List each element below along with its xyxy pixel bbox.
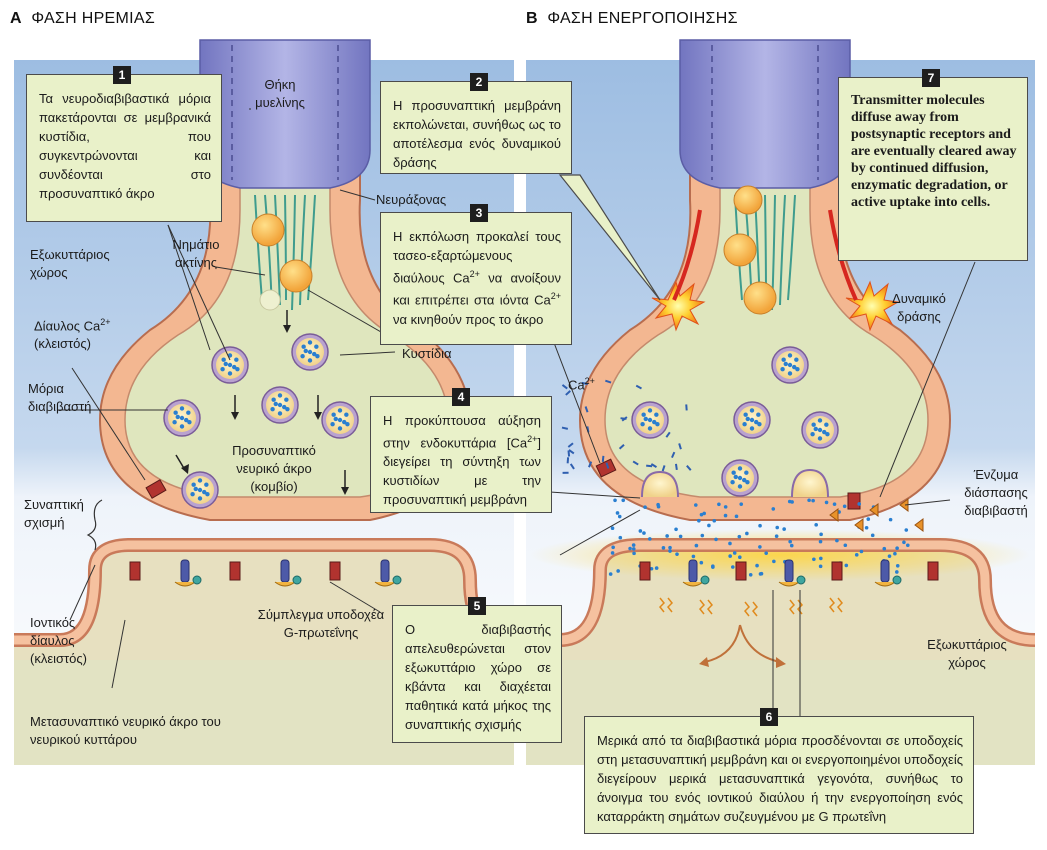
panel-b-fusing-vesicle	[792, 470, 828, 497]
ca-channel-state: (κλειστός)	[34, 336, 91, 351]
step2-text: Η προσυναπτική μεμβράνη εκπολώνεται, συν…	[393, 98, 561, 170]
step4-charge: 2+	[527, 434, 537, 444]
actin-label: Νημάτιο ακτίνης	[168, 236, 224, 272]
ion-channel	[130, 562, 140, 580]
step1-text: Τα νευροδιαβιβαστικά μόρια πακετάρονται …	[39, 91, 211, 201]
step3-charge-b: 2+	[551, 291, 561, 301]
presynaptic-label: Προσυναπτικό νευρικό άκρο (κομβίο)	[220, 442, 328, 496]
ion-channel	[736, 562, 746, 580]
action-potential-label: Δυναμικό δράσης	[876, 290, 962, 326]
ion-channel-label: Ιοντικός δίαυλος (κλειστός)	[30, 614, 100, 668]
synaptic-vesicle	[772, 347, 808, 383]
panel-b-myelin-sheath	[680, 40, 850, 188]
ca-ion-label: Ca2+	[568, 372, 595, 394]
step5-box: Ο διαβιβαστής απελευθερώνεται στον εξωκυ…	[392, 605, 562, 743]
ca-channel-name: Δίαυλος Ca	[34, 318, 100, 333]
ca-ion-charge: 2+	[585, 376, 595, 386]
step2-number: 2	[470, 73, 488, 91]
ca-channel-label: Δίαυλος Ca2+ (κλειστός)	[34, 313, 111, 353]
axon-label: Νευράξονας	[376, 191, 446, 209]
synaptic-vesicle	[182, 472, 218, 508]
step6-number: 6	[760, 708, 778, 726]
synaptic-vesicle	[212, 347, 248, 383]
ion-channel	[230, 562, 240, 580]
ion-channel	[928, 562, 938, 580]
ion-channel	[330, 562, 340, 580]
ca-channel-charge: 2+	[100, 317, 110, 327]
step5-text: Ο διαβιβαστής απελευθερώνεται στον εξωκυ…	[405, 622, 551, 732]
step1-number: 1	[113, 66, 131, 84]
synaptic-vesicle	[164, 400, 200, 436]
ion-channel	[640, 562, 650, 580]
step1-box: Τα νευροδιαβιβαστικά μόρια πακετάρονται …	[26, 74, 222, 222]
step6-box: Μερικά από τα διαβιβαστικά μόρια προσδέν…	[584, 716, 974, 834]
step3-charge-a: 2+	[470, 269, 480, 279]
step3-text-c: να κινηθούν προς το άκρο	[393, 312, 543, 327]
step3-number: 3	[470, 204, 488, 222]
transmitter-label: Μόρια διαβιβαστή	[28, 380, 90, 416]
synaptic-vesicle	[734, 402, 770, 438]
enzyme-label: Ένζυμα διάσπασης διαβιβαστή	[952, 466, 1040, 520]
step7-number: 7	[922, 69, 940, 87]
step3-box: Η εκπόλωση προκαλεί τους τασεο-εξαρτώμεν…	[380, 212, 572, 345]
postsynaptic-label: Μετασυναπτικό νευρικό άκρο του νευρικού …	[30, 713, 230, 749]
step7-text: Transmitter molecules diffuse away from …	[851, 93, 1017, 210]
step6-text: Μερικά από τα διαβιβαστικά μόρια προσδέν…	[597, 733, 963, 824]
cleft-label: Συναπτική σχισμή	[24, 496, 94, 532]
ca-ion-name: Ca	[568, 377, 585, 392]
synaptic-vesicle	[722, 460, 758, 496]
extracellular-b-label: Εξωκυττάριος χώρος	[924, 636, 1010, 672]
panel-a-vesicle-precursor	[252, 214, 284, 246]
gprotein-label: Σύμπλεγμα υποδοχέα G-πρωτεΐνης	[256, 606, 386, 642]
synaptic-vesicle	[322, 402, 358, 438]
step5-number: 5	[468, 597, 486, 615]
synaptic-vesicle	[802, 412, 838, 448]
step7-box: Transmitter molecules diffuse away from …	[838, 77, 1028, 261]
step2-box: Η προσυναπτική μεμβράνη εκπολώνεται, συν…	[380, 81, 572, 174]
step4-box: Η προκύπτουσα αύξηση στην ενδοκυττάρια […	[370, 396, 552, 513]
panel-b-calcium-channel	[848, 493, 860, 509]
panel-a-myelin-sheath	[200, 40, 370, 188]
vesicles-label: Κυστίδια	[402, 345, 451, 363]
extracellular-a-label: Εξωκυττάριος χώρος	[30, 246, 110, 282]
panel-a-vesicle-precursor	[280, 260, 312, 292]
synaptic-vesicle	[292, 334, 328, 370]
step4-text-a: Η προκύπτουσα αύξηση στην ενδοκυττάρια […	[383, 413, 541, 450]
step4-number: 4	[452, 388, 470, 406]
ion-channel	[832, 562, 842, 580]
myelin-label: Θήκη μυελίνης	[248, 76, 312, 112]
synaptic-vesicle	[632, 402, 668, 438]
synaptic-vesicle	[262, 387, 298, 423]
panel-b-fusing-vesicle	[642, 472, 678, 497]
